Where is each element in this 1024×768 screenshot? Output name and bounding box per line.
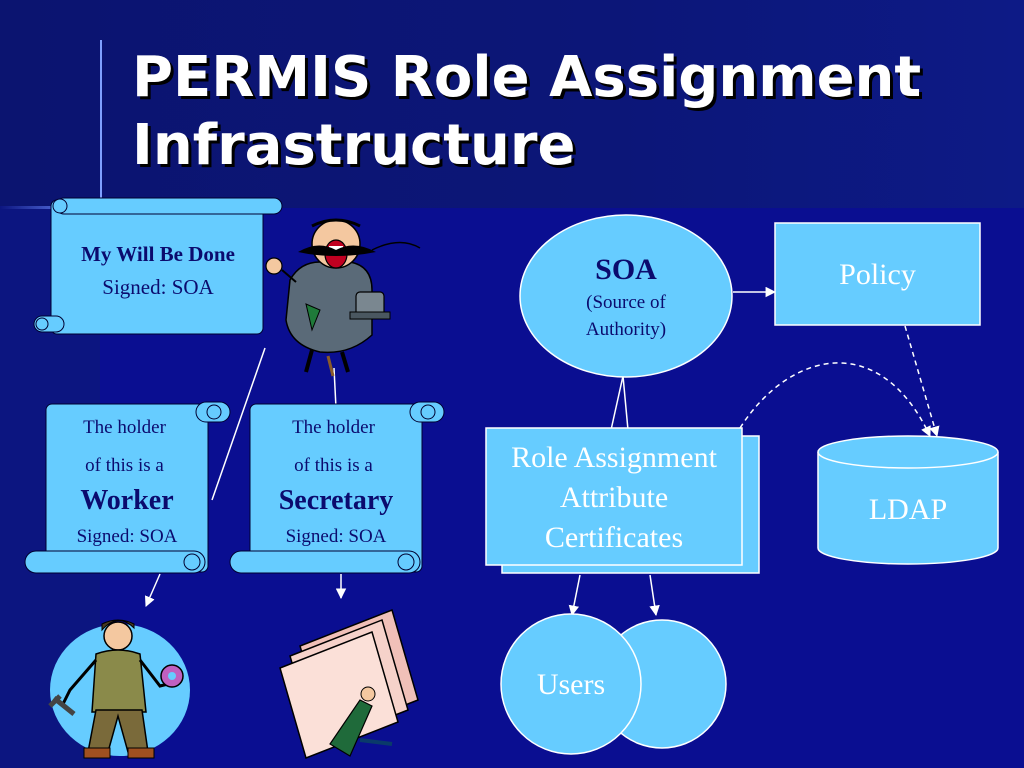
- scroll-will: [33, 197, 283, 335]
- arrow-worker-to-workman: [144, 573, 161, 607]
- secretary-papers-clipart: [279, 609, 419, 759]
- scroll-secretary-line-1: The holder: [292, 417, 375, 438]
- scroll-secretary: [229, 401, 445, 574]
- scroll-worker: [24, 401, 231, 574]
- certificates-label-line-1: Role Assignment: [511, 441, 717, 474]
- soa-label: SOA: [595, 253, 657, 286]
- soa-king-clipart: [265, 218, 421, 377]
- connectors: [144, 286, 940, 617]
- scroll-worker-line-1: The holder: [83, 417, 166, 438]
- users-circle-front: [500, 613, 642, 755]
- soa-node: [519, 214, 733, 378]
- soa-subtitle-line-1: (Source of: [586, 292, 666, 313]
- connector-will-to-worker: [211, 347, 266, 501]
- ldap-node: [817, 435, 999, 565]
- scroll-secretary-role: Secretary: [278, 485, 394, 516]
- scroll-will-signed: Signed: SOA: [102, 275, 214, 299]
- policy-node: [774, 222, 981, 326]
- scroll-secretary-signed: Signed: SOA: [285, 526, 387, 547]
- slide-title-line-1: PERMIS Role Assignment: [132, 45, 922, 110]
- ldap-label: LDAP: [868, 493, 948, 526]
- users-label: Users: [536, 668, 606, 701]
- accent-vertical-line: [100, 40, 102, 210]
- certificates-label-line-2: Attribute: [559, 481, 669, 514]
- scroll-worker-role: Worker: [80, 485, 174, 516]
- scroll-worker-line-2: of this is a: [85, 455, 164, 476]
- arrow-certificates-to-users-b: [649, 574, 660, 617]
- connector-soa-figure-to-secretary: [333, 367, 337, 409]
- arrow-certificates-to-users-a: [568, 574, 581, 617]
- dashed-arrow-certificates-to-ldap: [739, 362, 931, 437]
- worker-clipart: [48, 619, 190, 759]
- dashed-arrow-policy-to-ldap: [904, 325, 940, 438]
- slide-title: PERMIS Role Assignment Infrastructure: [132, 44, 921, 180]
- title-band: [0, 0, 1024, 208]
- policy-label: Policy: [839, 258, 916, 291]
- connector-soa-to-certificates-b: [622, 375, 629, 431]
- scroll-secretary-line-2: of this is a: [294, 455, 373, 476]
- soa-subtitle-line-2: Authority): [585, 319, 667, 340]
- certificates-label-line-3: Certificates: [544, 521, 684, 554]
- scroll-worker-signed: Signed: SOA: [76, 526, 178, 547]
- connector-soa-to-certificates-a: [610, 375, 624, 431]
- certificates-node: [485, 427, 743, 566]
- scroll-will-heading: My Will Be Done: [81, 242, 235, 266]
- slide-title-line-2: Infrastructure: [132, 113, 576, 178]
